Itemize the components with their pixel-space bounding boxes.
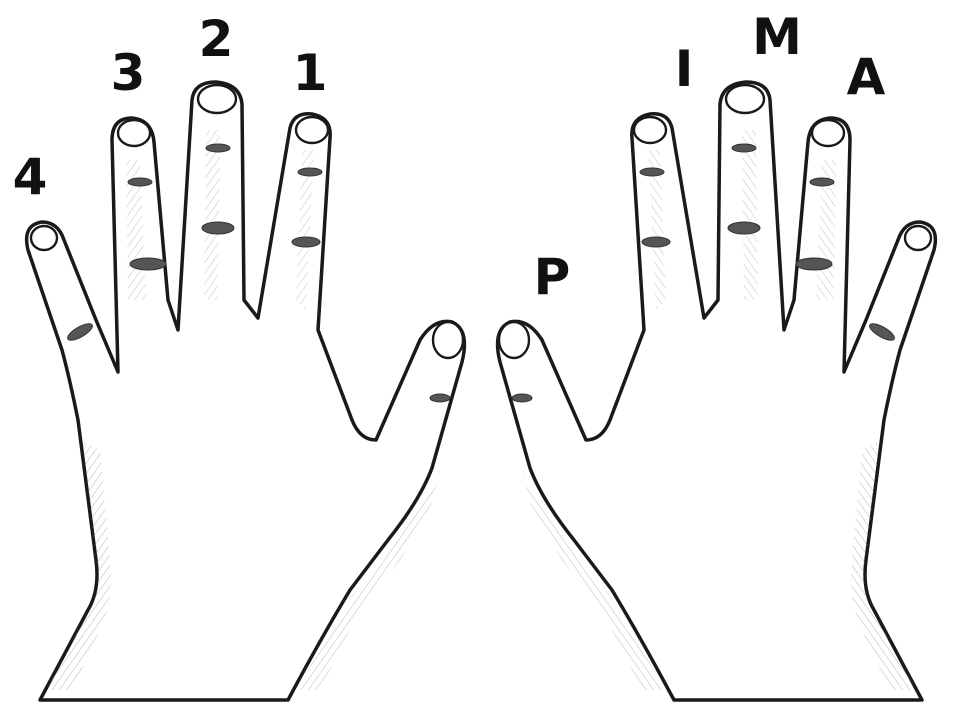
- right-index-nail: [634, 117, 666, 143]
- right-ring-nail: [812, 120, 844, 146]
- left-middle-nail: [198, 85, 236, 113]
- left-index-nail: [296, 117, 328, 143]
- left-hand: [27, 82, 465, 700]
- left-thumb-nail: [433, 322, 463, 358]
- left-ring-nail: [118, 120, 150, 146]
- right-hand: [498, 82, 936, 700]
- right-little-nail: [905, 226, 931, 250]
- label-left-index: 1: [293, 48, 328, 98]
- label-left-middle: 2: [199, 14, 234, 64]
- label-right-middle: M: [752, 12, 802, 62]
- left-little-nail: [31, 226, 57, 250]
- label-left-ring: 3: [111, 48, 146, 98]
- right-middle-nail: [726, 85, 764, 113]
- label-left-little: 4: [13, 152, 48, 202]
- label-right-thumb: P: [534, 252, 571, 302]
- label-right-ring: A: [847, 52, 886, 102]
- label-right-index: I: [675, 44, 694, 94]
- right-thumb-nail: [499, 322, 529, 358]
